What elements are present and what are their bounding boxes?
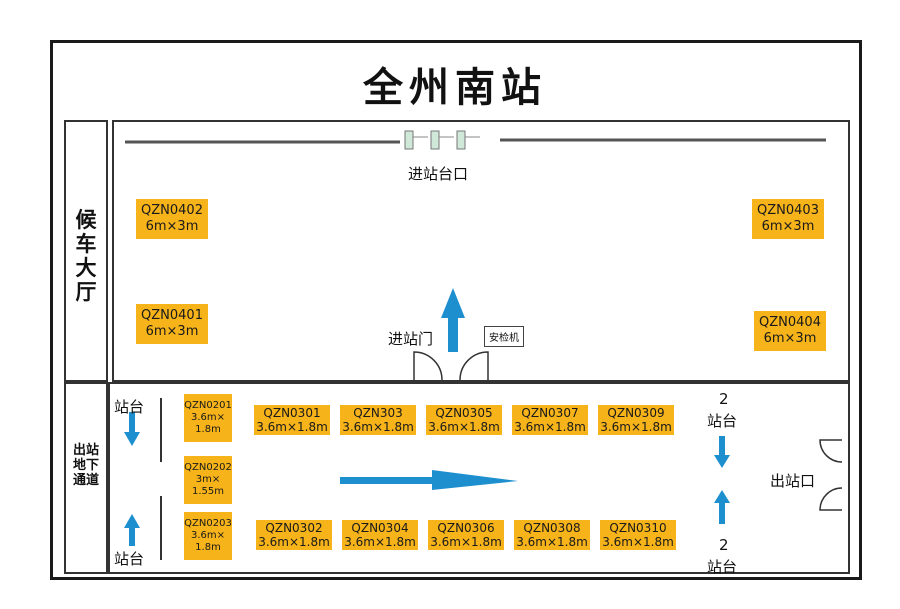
tunnel-box-size-2: 1.8m	[195, 424, 221, 435]
underpass-label-box	[64, 382, 108, 574]
tunnel-bottom-box-2: QZN0304 3.6m×1.8m	[342, 520, 418, 550]
hall-box-id: QZN0404	[759, 315, 821, 331]
tunnel-top-box-2: QZN303 3.6m×1.8m	[340, 405, 416, 435]
waiting-hall-text: 候车大厅	[75, 208, 97, 305]
tunnel-bottom-box-size: 3.6m×1.8m	[344, 535, 416, 549]
tunnel-top-box-size: 3.6m×1.8m	[428, 420, 500, 434]
tunnel-bottom-box-1: QZN0302 3.6m×1.8m	[256, 520, 332, 550]
tunnel-bottom-box-5: QZN0310 3.6m×1.8m	[600, 520, 676, 550]
tunnel-bottom-box-size: 3.6m×1.8m	[430, 535, 502, 549]
hall-box-qzn0404: QZN0404 6m×3m	[754, 311, 826, 351]
security-machine: 安检机	[484, 326, 524, 347]
tunnel-top-box-5: QZN0309 3.6m×1.8m	[598, 405, 674, 435]
turnstile-2	[430, 130, 440, 150]
platform2-down-arrow	[714, 436, 730, 468]
outer-frame	[50, 40, 862, 580]
tunnel-top-box-size: 3.6m×1.8m	[600, 420, 672, 434]
turnstile-1	[404, 130, 414, 150]
hall-box-size: 6m×3m	[761, 219, 815, 234]
hall-box-qzn0403: QZN0403 6m×3m	[752, 199, 824, 239]
platform-bottom-up-arrow	[124, 514, 140, 546]
hall-box-size: 6m×3m	[145, 219, 199, 234]
station-title: 全州南站	[363, 65, 547, 111]
tunnel-bottom-box-4: QZN0308 3.6m×1.8m	[514, 520, 590, 550]
turnstile-3	[456, 130, 466, 150]
tunnel-bottom-box-3: QZN0306 3.6m×1.8m	[428, 520, 504, 550]
tunnel-top-box-size: 3.6m×1.8m	[342, 420, 414, 434]
hall-box-qzn0402: QZN0402 6m×3m	[136, 199, 208, 239]
hall-box-qzn0401: QZN0401 6m×3m	[136, 304, 208, 344]
hall-box-id: QZN0403	[757, 203, 819, 219]
underpass-area	[108, 382, 850, 574]
tunnel-box-size-2: 1.8m	[195, 542, 221, 553]
hall-box-size: 6m×3m	[763, 331, 817, 346]
platform2-bottom-label: 站台	[707, 558, 738, 576]
tunnel-top-box-3: QZN0305 3.6m×1.8m	[426, 405, 502, 435]
hall-box-size: 6m×3m	[145, 324, 199, 339]
platform-top-down-arrow	[124, 412, 140, 446]
platform-bottom-label: 站台	[114, 550, 145, 568]
entry-gate-label: 进站门	[388, 330, 434, 348]
tunnel-box-qzn0201: QZN0201 3.6m× 1.8m	[184, 394, 232, 442]
tunnel-box-qzn0202: QZN0202 3m× 1.55m	[184, 456, 232, 504]
entry-platform-label: 进站台口	[408, 165, 469, 183]
tunnel-bottom-box-id: QZN0304	[351, 520, 409, 535]
tunnel-box-size-1: 3m×	[195, 474, 221, 485]
tunnel-bottom-box-id: QZN0302	[265, 520, 323, 535]
tunnel-box-size-1: 3.6m×	[190, 530, 226, 541]
hall-box-id: QZN0401	[141, 308, 203, 324]
platform-top-label: 站台	[114, 398, 145, 416]
tunnel-box-id: QZN0203	[184, 518, 232, 529]
waiting-hall-area	[112, 120, 850, 382]
tunnel-box-size-2: 1.55m	[191, 486, 224, 497]
tunnel-top-box-id: QZN0307	[521, 405, 579, 420]
tunnel-bottom-box-id: QZN0310	[609, 520, 667, 535]
tunnel-top-box-size: 3.6m×1.8m	[514, 420, 586, 434]
platform2-bottom-number: 2	[719, 536, 729, 554]
platform2-top-label: 站台	[707, 412, 738, 430]
underpass-text: 出站地下通道	[72, 443, 99, 488]
tunnel-bottom-box-size: 3.6m×1.8m	[516, 535, 588, 549]
tunnel-bottom-box-id: QZN0308	[523, 520, 581, 535]
entry-door-left	[413, 351, 443, 381]
turnstile-icons	[404, 130, 480, 150]
tunnel-top-box-1: QZN0301 3.6m×1.8m	[254, 405, 330, 435]
tunnel-box-id: QZN0201	[184, 400, 232, 411]
tunnel-box-qzn0203: QZN0203 3.6m× 1.8m	[184, 512, 232, 560]
tunnel-box-size-1: 3.6m×	[190, 412, 226, 423]
tunnel-box-id: QZN0202	[184, 462, 232, 473]
tunnel-top-box-size: 3.6m×1.8m	[256, 420, 328, 434]
underpass-label: 出站地下通道	[66, 443, 106, 489]
tunnel-bottom-box-size: 3.6m×1.8m	[602, 535, 674, 549]
tunnel-top-box-4: QZN0307 3.6m×1.8m	[512, 405, 588, 435]
tunnel-top-box-id: QZN0301	[263, 405, 321, 420]
tunnel-top-box-id: QZN303	[353, 405, 403, 420]
tunnel-top-box-id: QZN0305	[435, 405, 493, 420]
platform2-up-arrow	[714, 490, 730, 524]
tunnel-bottom-box-id: QZN0306	[437, 520, 495, 535]
entry-up-arrow	[441, 288, 465, 352]
exit-door-top	[819, 439, 843, 463]
exit-label: 出站口	[770, 472, 816, 490]
waiting-hall-label: 候车大厅	[66, 208, 106, 305]
waiting-hall-label-box	[64, 120, 108, 382]
exit-door-bottom	[819, 487, 843, 511]
tunnel-right-arrow	[340, 470, 518, 490]
entry-door-right	[459, 351, 489, 381]
tunnel-bottom-box-size: 3.6m×1.8m	[258, 535, 330, 549]
hall-box-id: QZN0402	[141, 203, 203, 219]
platform2-top-number: 2	[719, 390, 729, 408]
tunnel-top-box-id: QZN0309	[607, 405, 665, 420]
